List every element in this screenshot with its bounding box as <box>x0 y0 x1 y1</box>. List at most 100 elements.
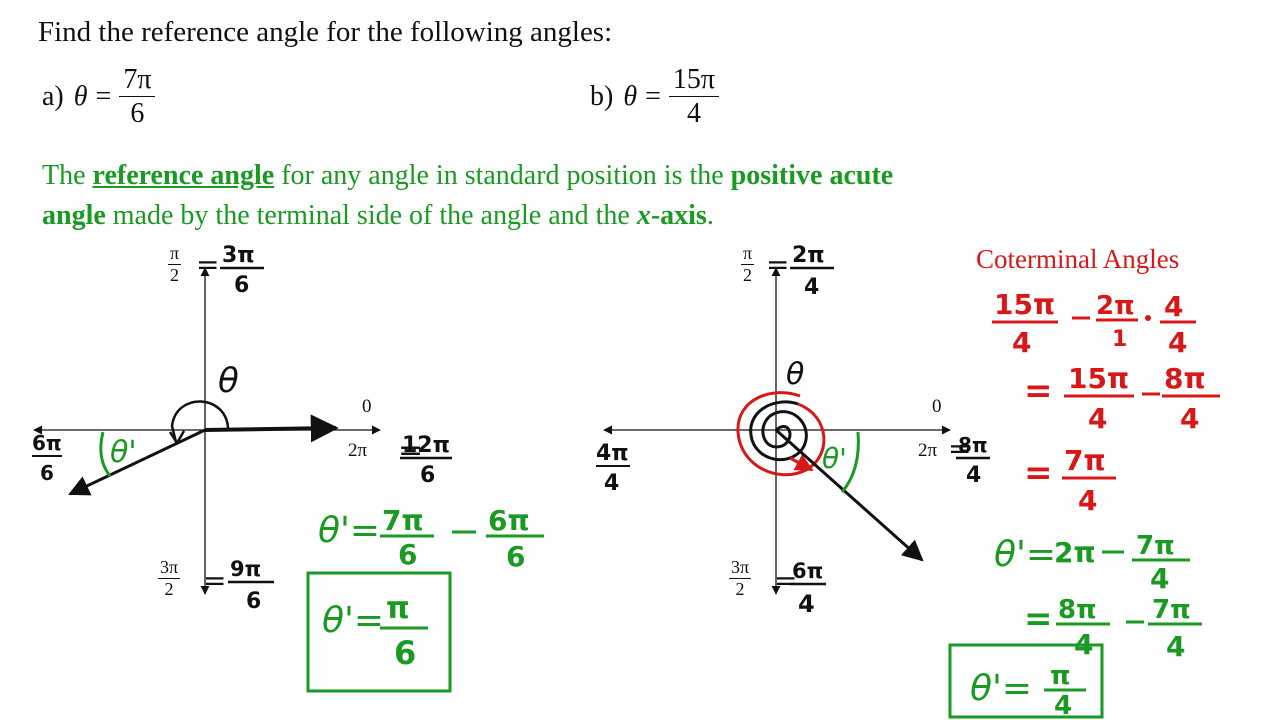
svg-text:π: π <box>1050 661 1071 691</box>
svg-text:6: 6 <box>394 634 416 672</box>
problem-a: a) θ = 7π 6 <box>42 64 156 131</box>
svg-text:=: = <box>398 433 423 468</box>
left-initial-side <box>204 414 339 443</box>
svg-text:4: 4 <box>1150 562 1169 595</box>
svg-text:θ'=: θ'= <box>994 534 1056 575</box>
svg-text:6π: 6π <box>792 559 823 583</box>
svg-text:3π: 3π <box>222 243 255 268</box>
left-handwriting: = 3π 6 θ 6π 6 θ' = 12π 6 = 9π 6 θ'= 7π 6… <box>32 243 544 693</box>
problem-heading: Find the reference angle for the followi… <box>38 16 613 48</box>
right-zero-label: 0 <box>932 396 942 417</box>
right-terminal-side <box>775 428 924 562</box>
problem-a-denominator: 6 <box>130 98 145 130</box>
svg-text:8π: 8π <box>1164 362 1206 395</box>
def-text-1: The <box>42 160 93 191</box>
right-pi-over-2-label: π 2 <box>741 243 755 285</box>
svg-text:2π: 2π <box>1054 536 1096 569</box>
svg-text:6: 6 <box>420 463 435 488</box>
svg-text:=: = <box>203 564 226 597</box>
problem-b-equals: = <box>645 81 661 113</box>
svg-text:6: 6 <box>246 589 261 614</box>
svg-text:6: 6 <box>40 461 54 485</box>
left-theta-arc-head <box>168 430 186 446</box>
right-ref-arc <box>840 431 860 493</box>
svg-text:4: 4 <box>798 590 815 618</box>
svg-text:2π: 2π <box>792 243 825 268</box>
problem-b-fraction: 15π 4 <box>668 64 720 131</box>
svg-text:=: = <box>1024 371 1053 411</box>
left-pi-over-2-label: π 2 <box>168 243 182 285</box>
right-theta-label: θ <box>786 357 804 392</box>
def-period: . <box>706 200 714 231</box>
svg-text:4: 4 <box>1054 691 1072 720</box>
svg-text:7π: 7π <box>1064 444 1106 477</box>
def-axis: -axis <box>650 200 707 231</box>
svg-text:4: 4 <box>1166 630 1185 663</box>
def-text-3: made by the terminal side of the angle a… <box>105 200 637 231</box>
svg-text:4: 4 <box>804 275 819 300</box>
left-theta-label: θ <box>218 361 239 401</box>
right-handwriting: = 2π 4 θ 4π 4 θ' = 8π 4 = 6π 4 <box>596 243 990 618</box>
svg-text:6: 6 <box>398 538 417 571</box>
svg-text:=: = <box>1024 453 1053 493</box>
right-ref-work: θ'= 2π 7π 4 = 8π 4 7π 4 θ'= π 4 <box>948 531 1202 720</box>
svg-text:=: = <box>1024 599 1053 639</box>
right-3pi-over-2-label: 3π 2 <box>729 557 752 599</box>
problem-b-numerator: 15π <box>668 64 720 98</box>
svg-text:6π: 6π <box>488 504 530 537</box>
problem-a-label: a) <box>42 81 64 113</box>
left-zero-label: 0 <box>362 396 372 417</box>
left-2pi-label: 2π <box>348 440 368 461</box>
left-answer: θ'= <box>322 600 384 641</box>
svg-text:15π: 15π <box>1068 362 1129 395</box>
def-bold-1: positive acute <box>730 160 894 191</box>
svg-text:4: 4 <box>1168 326 1187 359</box>
def-bold-2: angle <box>42 200 106 231</box>
problem-b-theta: θ <box>623 81 638 113</box>
svg-text:6: 6 <box>506 540 525 573</box>
coterminal-work: 15π 4 2π 1 4 4 = 15π 4 8π 4 = 7π 4 <box>992 288 1220 517</box>
left-top-eq-sign: = <box>196 248 219 281</box>
svg-text:1: 1 <box>1112 327 1127 352</box>
def-term: reference angle <box>92 160 275 191</box>
problem-a-fraction: 7π 6 <box>119 64 156 131</box>
svg-text:π: π <box>386 591 410 626</box>
left-ref-arc <box>99 431 112 477</box>
problem-a-equals: = <box>95 81 112 113</box>
svg-text:4: 4 <box>1164 290 1183 323</box>
svg-text:7π: 7π <box>382 504 424 537</box>
svg-text:4: 4 <box>1180 402 1199 435</box>
right-spiral-red <box>736 391 826 477</box>
left-answer-box <box>306 571 452 693</box>
left-work-theta: θ'= <box>318 510 380 551</box>
left-theta-arc <box>170 400 230 443</box>
problem-a-numerator: 7π <box>119 64 156 98</box>
reference-angle-definition: The reference angle for any angle in sta… <box>42 156 1042 236</box>
svg-text:4: 4 <box>1012 326 1031 359</box>
problem-b: b) θ = 15π 4 <box>590 64 720 131</box>
def-text-2: for any angle in standard position is th… <box>274 160 731 191</box>
svg-text:4: 4 <box>1088 402 1107 435</box>
problem-b-denominator: 4 <box>686 98 701 130</box>
svg-text:4: 4 <box>1078 484 1097 517</box>
svg-text:12π: 12π <box>402 433 450 458</box>
svg-text:8π: 8π <box>958 433 988 457</box>
svg-text:9π: 9π <box>230 557 261 581</box>
svg-text:=: = <box>766 248 789 281</box>
coterminal-title: Coterminal Angles <box>976 244 1180 274</box>
right-2pi-label: 2π <box>918 440 938 461</box>
left-terminal-side <box>68 428 206 496</box>
svg-text:6: 6 <box>234 273 249 298</box>
problem-b-label: b) <box>590 81 614 113</box>
svg-text:7π: 7π <box>1152 595 1191 625</box>
right-answer-box <box>948 643 1104 719</box>
right-spiral-black <box>749 400 808 461</box>
left-3pi-over-2-label: 3π 2 <box>158 557 181 599</box>
def-x: x <box>636 200 651 231</box>
svg-text:4: 4 <box>604 471 619 496</box>
svg-text:7π: 7π <box>1136 531 1175 561</box>
right-theta-prime-label: θ' <box>822 442 847 475</box>
svg-text:6π: 6π <box>32 431 62 455</box>
svg-text:4: 4 <box>966 463 981 488</box>
